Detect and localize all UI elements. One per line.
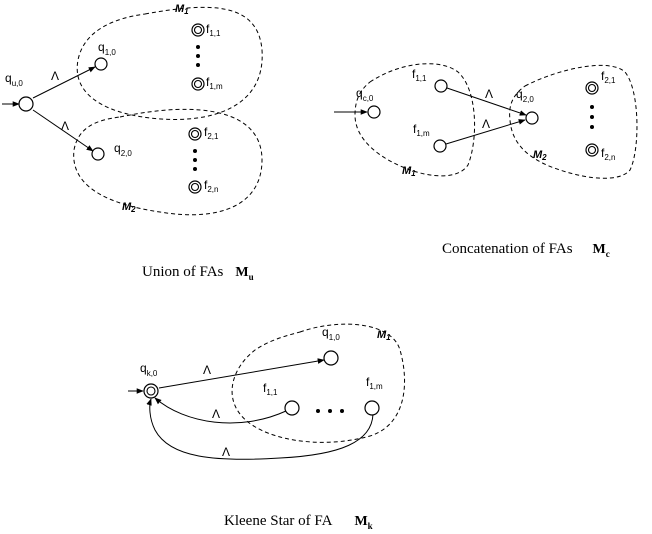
concat-edge-from-f1m — [445, 119, 526, 145]
union-m1-final-top-state — [191, 23, 205, 37]
union-m1-final-top-label: f1,1 — [206, 22, 221, 38]
kleene-m1-ellipsis — [316, 409, 344, 413]
concat-m2-ellipsis — [590, 105, 594, 129]
union-diagram: qu,0 q1,0 q2,0 f1,1 f1,m f2,1 f2,n Λ Λ M… — [2, 3, 263, 282]
kleene-edge-from-f11 — [154, 397, 287, 424]
concat-m2-final-bottom-label: f2,n — [601, 146, 615, 162]
kleene-m1-start-state — [323, 350, 339, 366]
concat-m2-boundary — [509, 64, 638, 179]
concat-start-state — [367, 105, 381, 119]
union-m1-final-bottom-label: f1,m — [206, 75, 223, 91]
union-edge-to-m1 — [32, 66, 96, 99]
kleene-m1-final-right-state — [364, 400, 380, 416]
kleene-lambda-2: Λ — [212, 407, 220, 421]
union-m1-name: M1 — [175, 3, 189, 16]
kleene-lambda-3: Λ — [222, 445, 230, 459]
kleene-m1-start-label: q1,0 — [322, 325, 340, 342]
concat-start-label: qc,0 — [356, 86, 374, 103]
concat-m2-start-label: q2,0 — [516, 87, 534, 104]
concat-lambda-2: Λ — [482, 117, 490, 131]
union-start-label: qu,0 — [5, 71, 23, 88]
union-m2-final-top-state — [188, 127, 202, 141]
concat-m2-name: M2 — [533, 149, 547, 162]
kleene-start-label: qk,0 — [140, 361, 158, 378]
concat-edge-from-f11 — [446, 87, 527, 116]
kleene-lambda-1: Λ — [203, 363, 211, 377]
concat-m1-final-top-label: f1,1 — [412, 67, 427, 83]
concat-m2-final-top-state — [585, 81, 599, 95]
union-m1-start-state — [94, 57, 108, 71]
union-m2-final-top-label: f2,1 — [204, 125, 219, 141]
kleene-edge-from-f1m — [146, 398, 374, 460]
kleene-m1-final-left-state — [284, 400, 300, 416]
kleene-m1-final-right-label: f1,m — [366, 375, 383, 391]
kleene-diagram: qk,0 q1,0 f1,1 f1,m Λ Λ Λ M1 Kleene Star… — [128, 323, 406, 531]
union-m1-start-label: q1,0 — [98, 40, 116, 57]
concat-m1-final-bottom-label: f1,m — [413, 122, 430, 138]
union-lambda-1: Λ — [51, 69, 59, 83]
union-m2-ellipsis — [193, 149, 197, 171]
kleene-start-state — [143, 383, 159, 399]
concat-m2-final-bottom-state — [585, 143, 599, 157]
union-m2-final-bottom-label: f2,n — [204, 178, 218, 194]
kleene-m1-final-left-label: f1,1 — [263, 381, 278, 397]
concat-m1-final-bottom-state — [433, 139, 447, 153]
union-m2-boundary — [73, 108, 263, 216]
union-m1-ellipsis — [196, 45, 200, 67]
kleene-m1-name: M1 — [377, 329, 391, 342]
union-start-state — [18, 96, 34, 112]
union-m2-name: M2 — [122, 201, 136, 214]
union-m2-final-bottom-state — [188, 180, 202, 194]
kleene-m1-boundary — [231, 323, 406, 443]
union-lambda-2: Λ — [61, 119, 69, 133]
concat-m2-start-state — [525, 111, 539, 125]
concat-m1-final-top-state — [434, 79, 448, 93]
union-m1-boundary — [76, 6, 263, 120]
union-m1-final-bottom-state — [191, 77, 205, 91]
union-edge-to-m2 — [32, 109, 94, 152]
concat-m1-name: M1 — [402, 165, 416, 178]
concat-m2-final-top-label: f2,1 — [601, 69, 616, 85]
concat-diagram: qc,0 f1,1 f1,m q2,0 f2,1 f2,n Λ Λ M1 M2 … — [334, 63, 638, 259]
concat-lambda-1: Λ — [485, 87, 493, 101]
union-m2-start-state — [91, 147, 105, 161]
union-m2-start-label: q2,0 — [114, 141, 132, 158]
kleene-edge-to-m1 — [158, 358, 325, 389]
